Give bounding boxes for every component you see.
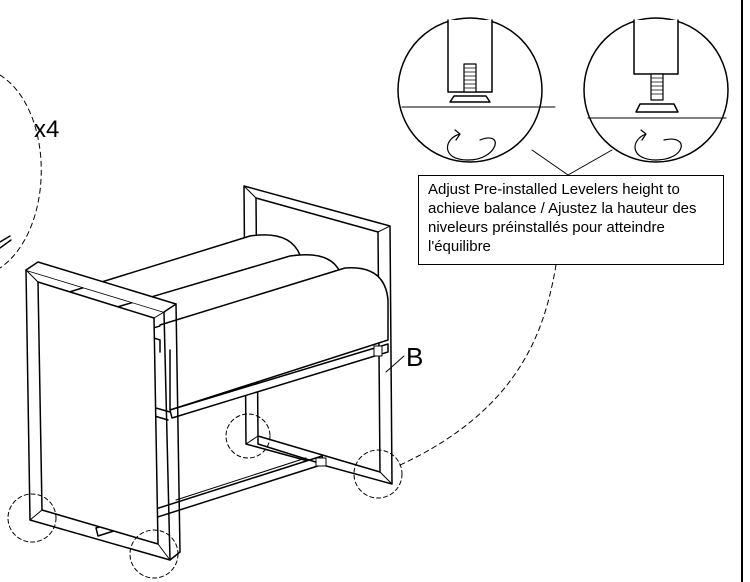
quantity-label: x4 (34, 116, 60, 143)
leveler-detail-circle (129, 529, 179, 579)
leveler-detail-right (583, 17, 729, 163)
rotate-cw-arrow-icon (634, 129, 682, 161)
front-frame (25, 261, 181, 561)
callout-pointer (531, 149, 613, 176)
rotate-ccw-arrow-icon (446, 129, 496, 161)
callout-connector (397, 264, 557, 467)
leveler-detail-circle (225, 413, 271, 459)
leveler-detail-circle (7, 493, 57, 543)
bolt-hardware (315, 457, 327, 467)
quantity-detail-boundary (0, 74, 42, 269)
leveler-detail-circle (353, 449, 403, 499)
bolt-hardware (373, 345, 383, 357)
part-b-label: B (406, 342, 424, 372)
part-b-leader (385, 355, 405, 373)
page-edge-rule (741, 0, 743, 582)
leveler-detail-left (397, 17, 556, 163)
leveler-instruction-callout: Adjust Pre-installed Levelers height to … (418, 175, 724, 265)
part-fragment (0, 235, 12, 249)
